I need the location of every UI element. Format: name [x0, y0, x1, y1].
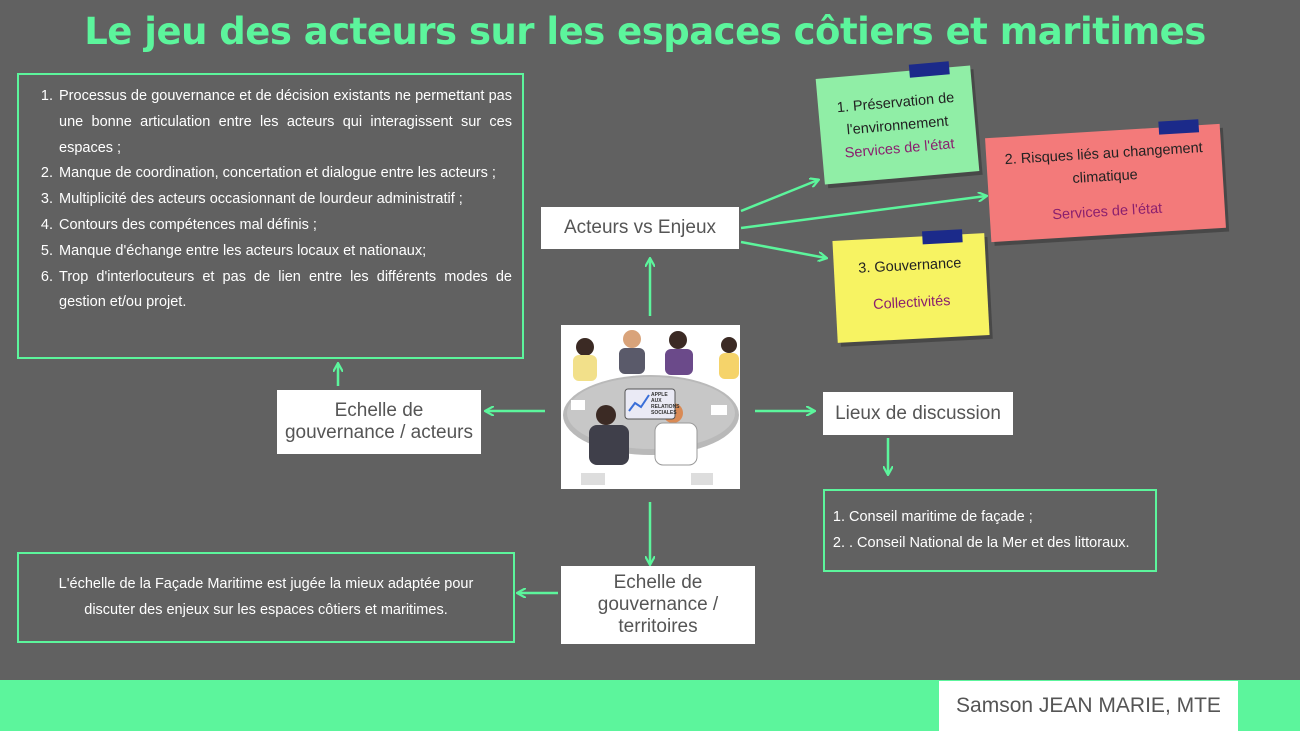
problems-box: Processus de gouvernance et de décision …: [17, 73, 524, 359]
problem-item: Trop d'interlocuteurs et pas de lien ent…: [57, 265, 512, 317]
problem-item: Multiplicité des acteurs occasionnant de…: [57, 187, 512, 213]
arrow-to-note-environnement: [740, 180, 818, 213]
facade-text: L'échelle de la Façade Maritime est jugé…: [58, 576, 474, 618]
facade-box: L'échelle de la Façade Maritime est jugé…: [17, 552, 515, 643]
node-acteurs-enjeux: Acteurs vs Enjeux: [541, 207, 739, 249]
author-label: Samson JEAN MARIE, MTE: [939, 681, 1238, 731]
arrow-to-note-risques: [740, 196, 986, 230]
meeting-sign-text: APPLE AUX RELATIONS SOCIALES: [651, 392, 680, 416]
councils-box: Conseil maritime de façade ; . Conseil N…: [823, 489, 1157, 572]
node-lieux-discussion: Lieux de discussion: [823, 392, 1013, 435]
arrow-to-note-gouvernance: [740, 240, 826, 258]
meeting-illustration: APPLE AUX RELATIONS SOCIALES: [561, 325, 740, 489]
problem-item: Manque de coordination, concertation et …: [57, 161, 512, 187]
problem-item: Processus de gouvernance et de décision …: [57, 84, 512, 161]
council-item: . Conseil National de la Mer et des litt…: [849, 531, 1155, 557]
problem-item: Contours des compétences mal définis ;: [57, 213, 512, 239]
page-title: Le jeu des acteurs sur les espaces côtie…: [84, 10, 1206, 53]
problem-item: Manque d'échange entre les acteurs locau…: [57, 239, 512, 265]
node-echelle-acteurs: Echelle de gouvernance / acteurs: [277, 390, 481, 454]
council-item: Conseil maritime de façade ;: [849, 505, 1155, 531]
node-echelle-territoires: Echelle de gouvernance / territoires: [561, 566, 755, 644]
meeting-image: [563, 330, 739, 485]
